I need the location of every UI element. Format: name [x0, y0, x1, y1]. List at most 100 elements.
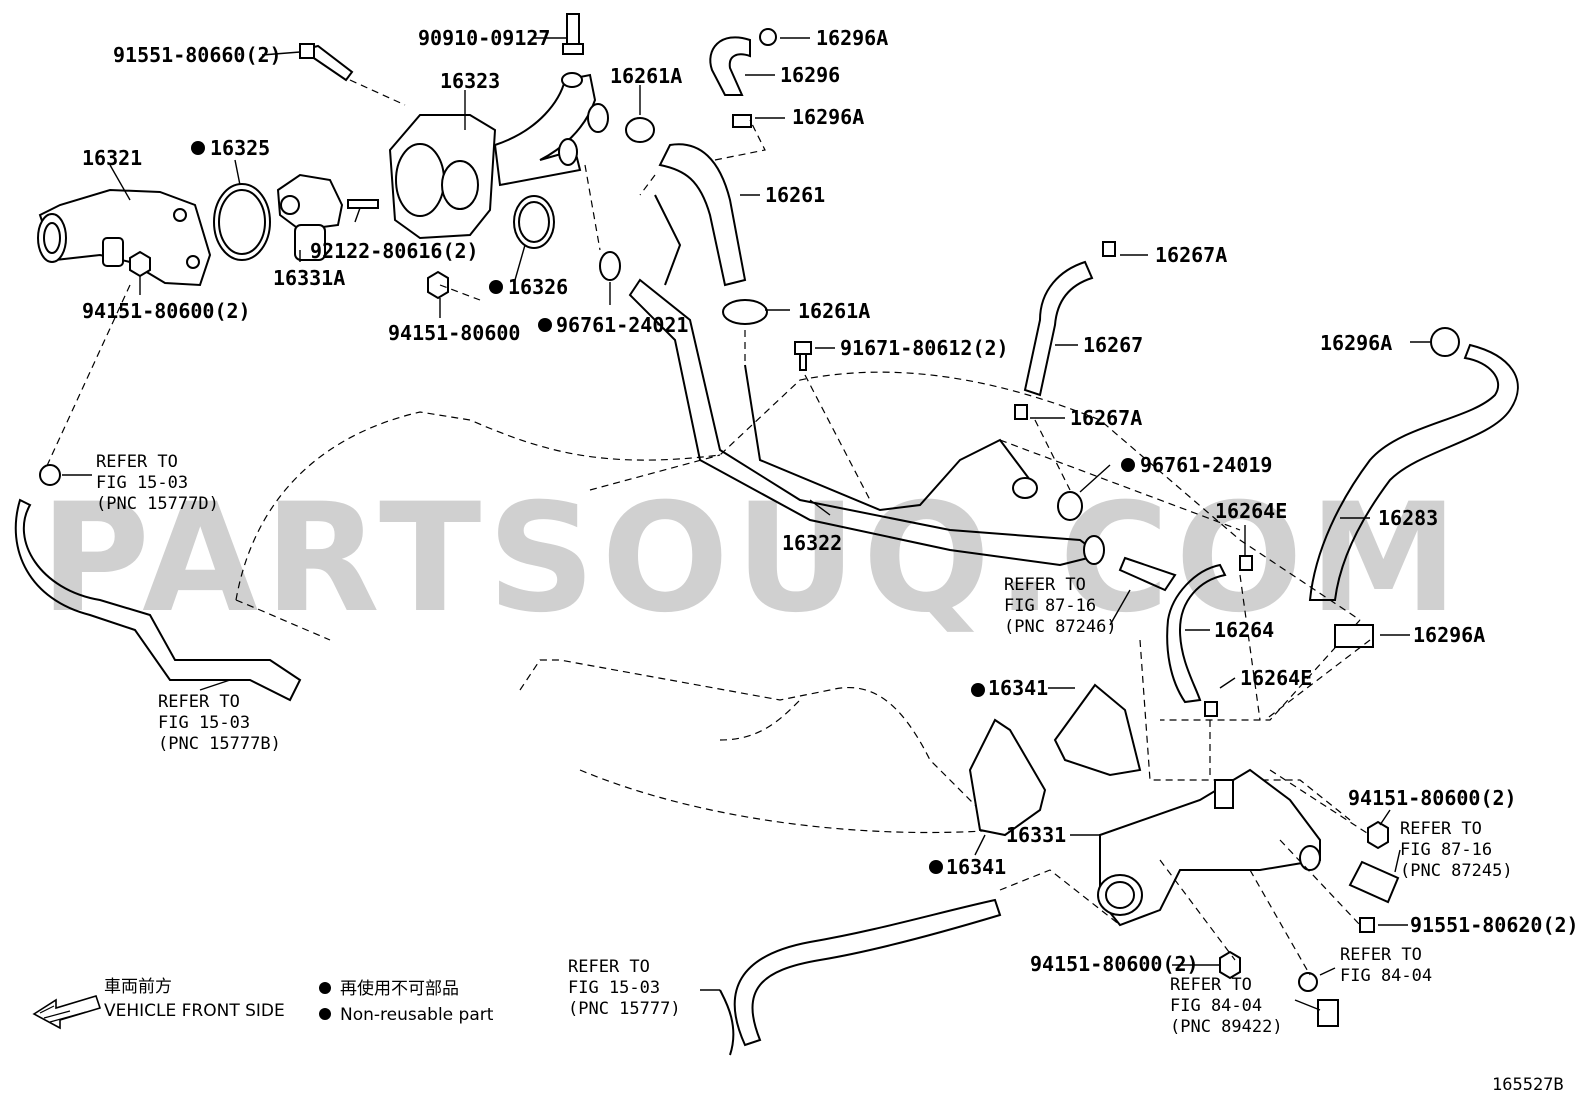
clamp-16261a-top	[625, 117, 655, 143]
part-label: 16321	[82, 146, 142, 170]
stud-92122	[347, 199, 379, 209]
ref-line: REFER TO	[1340, 945, 1422, 965]
bolt-91551-80620	[1359, 917, 1375, 933]
part-label: 96761-24019	[1140, 453, 1272, 477]
part-label: 16283	[1378, 506, 1438, 530]
part-label: 16326	[508, 275, 568, 299]
part-label: 91551-80660(2)	[113, 43, 282, 67]
bolt-94151-b	[427, 270, 449, 300]
part-label: 16261A	[798, 299, 870, 323]
part-label: 16296A	[792, 105, 864, 129]
refer-blocks: REFER TO FIG 15-03 (PNC 15777D) REFER TO…	[96, 452, 1513, 1037]
bolt-91671	[794, 341, 812, 371]
thermostat-16331a	[276, 173, 344, 261]
ref-line: (PNC 15777)	[568, 999, 681, 1019]
hose-16267	[1014, 241, 1116, 420]
legend-nonreusable-en: Non-reusable part	[340, 1005, 494, 1025]
leader-lines	[62, 37, 1430, 1011]
thermostat-housing-16323	[388, 72, 609, 240]
assembly-guides	[44, 79, 1371, 976]
part-label: 16331A	[273, 266, 345, 290]
ref-line: (PNC 87246)	[1004, 617, 1117, 637]
part-label: 16267A	[1155, 243, 1227, 267]
part-label: 94151-80600(2)	[1348, 786, 1517, 810]
diagram-code: 165527B	[1492, 1075, 1564, 1095]
ref-block-15777d: REFER TO FIG 15-03 (PNC 15777D)	[96, 452, 219, 514]
part-label: 91551-80620(2)	[1410, 913, 1579, 937]
part-label: 94151-80600	[388, 321, 520, 345]
part-label: 16323	[440, 69, 500, 93]
legend-bullet-icon	[319, 982, 331, 994]
part-labels: 90910-09127 91551-80660(2) 16323 16261A …	[82, 26, 1579, 976]
part-label: 96761-24021	[556, 313, 688, 337]
ref-line: (PNC 15777B)	[158, 734, 281, 754]
bolt-91551-80660	[299, 43, 354, 82]
hose-16296	[709, 28, 777, 128]
legend-direction-jp: 車両前方	[104, 977, 172, 997]
valve-90910-09127	[562, 13, 584, 55]
ref-block-15777b: REFER TO FIG 15-03 (PNC 15777B)	[158, 692, 281, 754]
part-label: 16296	[780, 63, 840, 87]
part-label: 16341	[988, 676, 1048, 700]
part-label: 16331	[1006, 823, 1066, 847]
part-label: 16296A	[1413, 623, 1485, 647]
part-label: 16267A	[1070, 406, 1142, 430]
part-label: 16296A	[1320, 331, 1392, 355]
part-label: 16341	[946, 855, 1006, 879]
nonreusable-marker	[538, 318, 552, 332]
water-inlet-16321	[37, 188, 212, 287]
legend: 車両前方 VEHICLE FRONT SIDE 再使用不可部品 Non-reus…	[32, 977, 494, 1030]
washer-84-04	[1298, 972, 1318, 992]
ref-line: FIG 87-16	[1004, 596, 1096, 616]
hose-15777	[719, 898, 1002, 1056]
part-label: 91671-80612(2)	[840, 336, 1009, 360]
ref-block-87246: REFER TO FIG 87-16 (PNC 87246)	[1004, 575, 1117, 637]
gasket-16341-lower	[968, 718, 1047, 837]
part-label: 16267	[1083, 333, 1143, 357]
bolt-94151-lower-right	[1219, 820, 1389, 980]
part-label: 94151-80600(2)	[82, 299, 251, 323]
nonreusable-marker	[191, 141, 205, 155]
bolt-94151-a	[129, 250, 151, 278]
ref-line: (PNC 89422)	[1170, 1017, 1283, 1037]
part-label: 16264E	[1240, 666, 1312, 690]
ref-line: REFER TO	[1400, 819, 1482, 839]
nonreusable-marker	[929, 860, 943, 874]
ref-line: FIG 15-03	[96, 473, 188, 493]
nonreusable-marker	[1121, 458, 1135, 472]
clamp-16261a-bottom	[722, 299, 768, 325]
engine-outline	[235, 371, 1361, 834]
water-outlet-16331	[1097, 768, 1321, 927]
part-label: 16261A	[610, 64, 682, 88]
gasket-16325	[213, 183, 271, 261]
gasket-16341-upper	[1053, 683, 1142, 777]
hose-15777d	[14, 464, 302, 702]
legend-bullet-icon	[319, 1008, 331, 1020]
ref-block-15777: REFER TO FIG 15-03 (PNC 15777)	[568, 957, 681, 1019]
ref-line: (PNC 87245)	[1400, 861, 1513, 881]
part-label: 94151-80600(2)	[1030, 952, 1199, 976]
ref-line: REFER TO	[158, 692, 240, 712]
ref-block-89422: REFER TO FIG 84-04 (PNC 89422)	[1170, 975, 1283, 1037]
ref-line: REFER TO	[568, 957, 650, 977]
hose-16264	[1166, 555, 1253, 717]
nonreusable-markers	[191, 141, 1135, 874]
part-label: 16264E	[1215, 499, 1287, 523]
ref-line: REFER TO	[1004, 575, 1086, 595]
ref-line: FIG 15-03	[158, 713, 250, 733]
ref-line: REFER TO	[96, 452, 178, 472]
part-label: 16264	[1214, 618, 1274, 642]
legend-nonreusable-jp: 再使用不可部品	[340, 978, 459, 999]
ref-block-87245: REFER TO FIG 87-16 (PNC 87245)	[1400, 819, 1513, 881]
part-label: 16322	[782, 531, 842, 555]
part-label: 16296A	[816, 26, 888, 50]
hose-16283	[1308, 327, 1519, 648]
o-ring-96761-24019	[1057, 491, 1083, 521]
part-label: 92122-80616(2)	[310, 239, 479, 263]
front-arrow-icon	[32, 995, 102, 1030]
ref-line: FIG 84-04	[1170, 996, 1262, 1016]
part-label: 16325	[210, 136, 270, 160]
ref-block-84-04: REFER TO FIG 84-04	[1340, 945, 1432, 986]
nonreusable-marker	[489, 280, 503, 294]
